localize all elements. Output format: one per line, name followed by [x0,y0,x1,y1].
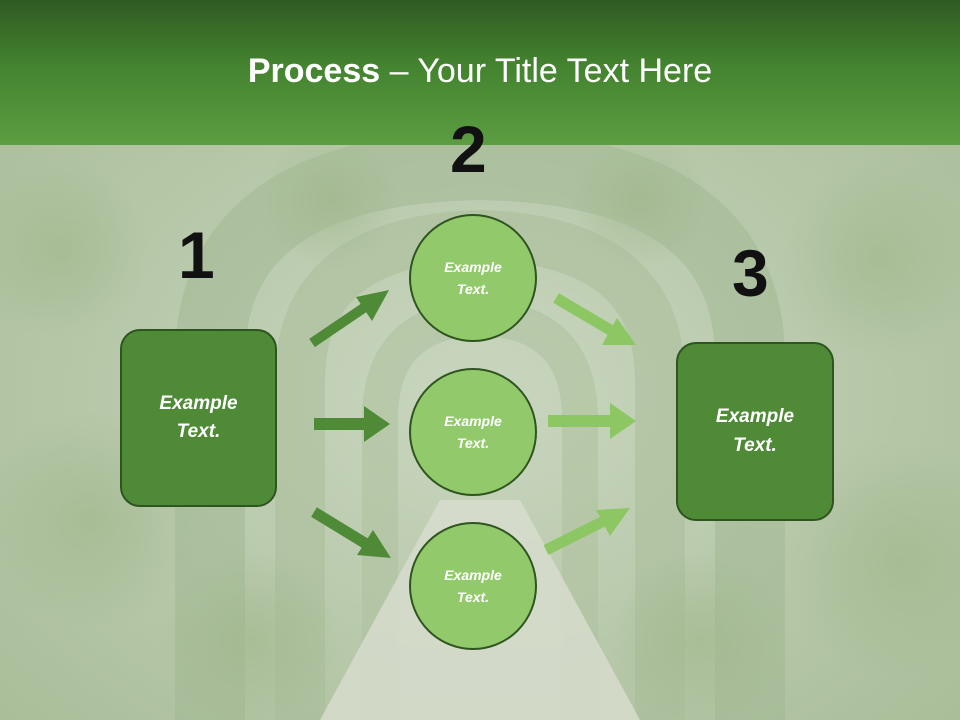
step-number-3: 3 [732,236,769,310]
title-bold: Process [247,52,381,90]
step-number-1: 1 [178,218,215,292]
arrow-to-circle-1 [309,290,389,348]
left-box: Example Text. [120,329,277,507]
arrow-to-circle-3 [311,507,391,558]
arrow-from-circle-1 [553,293,636,345]
right-box: Example Text. [676,342,834,521]
arrow-to-circle-2 [314,406,390,442]
arrow-from-circle-3 [543,508,630,555]
title-rest: – Your Title Text Here [380,52,713,90]
title-bar: Process – Your Title Text Here [0,0,960,145]
slide-title: Process – Your Title Text Here [0,52,960,91]
circle-1: Example Text. [409,214,537,342]
step-number-2: 2 [450,112,487,186]
circle-2: Example Text. [409,368,537,496]
arrow-from-circle-2 [548,403,636,439]
circle-3: Example Text. [409,522,537,650]
